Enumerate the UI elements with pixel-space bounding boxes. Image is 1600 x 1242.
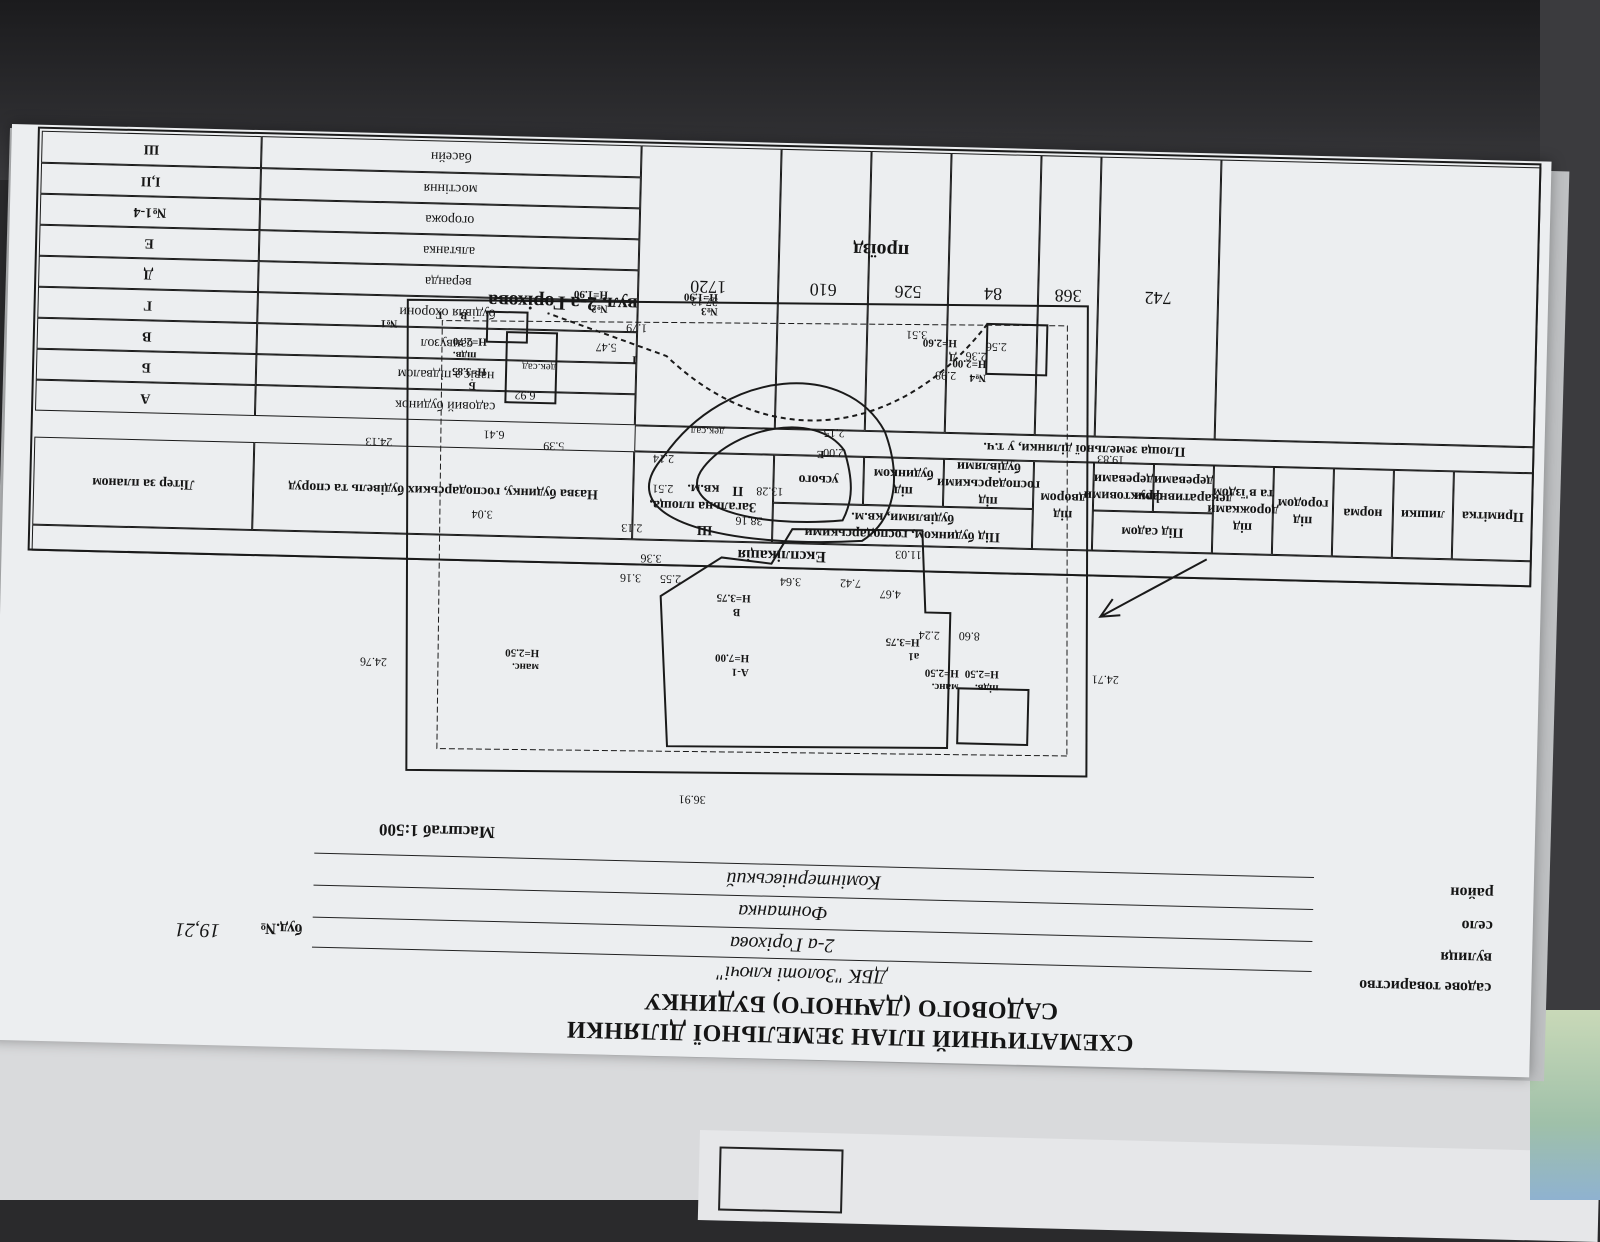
plot-boundary	[405, 298, 1089, 778]
path-line	[547, 312, 989, 422]
row-liter: Е	[38, 224, 260, 262]
pool-area	[648, 382, 895, 544]
value-garden: 742	[1094, 156, 1222, 440]
label-mans1: манс.	[511, 660, 540, 674]
north-arrow-icon	[1098, 558, 1208, 618]
label-a1b-h: Н=3.75	[885, 635, 920, 649]
row-liter: І,ІІ	[40, 162, 261, 200]
col-extra: лишки	[1391, 469, 1454, 560]
row-liter: Б	[35, 348, 257, 386]
col-veg: під городом	[1271, 466, 1334, 557]
building-a1-annex	[956, 687, 1030, 747]
col-norm: норма	[1331, 468, 1394, 558]
label-v: В	[732, 605, 741, 618]
col-name: Назва будинку, господарських будівель та…	[252, 442, 635, 540]
col-liter: Літер за планом	[32, 436, 255, 530]
explication-table: Експлікація Примітка лишки норма під гор…	[27, 126, 1542, 588]
col-fruit: фруктовими деревами	[1084, 462, 1163, 512]
col-yard: під двором	[1031, 461, 1095, 551]
row-liter: Г	[37, 286, 258, 324]
label-mans2-h: Н=2.50	[924, 666, 960, 680]
document-content: СХЕМАТИЧНИЙ ПЛАН ЗЕМЕЛЬНОЇ ДІЛЯНКИ САДОВ…	[0, 124, 1552, 1077]
row-liter: А	[35, 379, 256, 417]
col-total: Загальна площа, кв.м.	[632, 451, 775, 543]
label-a1b: а1	[908, 650, 920, 663]
row-liter: №1-4	[39, 193, 261, 231]
row-liter: В	[36, 317, 258, 355]
col-under-build: Під будинком, господарськими будівлями, …	[771, 502, 1033, 550]
value-outb: 84	[944, 152, 1042, 436]
label-mans1-h: Н=2.50	[505, 646, 540, 660]
col-house: під будинком	[862, 456, 945, 507]
col-all: усього	[772, 454, 865, 505]
col-outb: під господарськими будівлями	[936, 458, 1041, 510]
label-a1-h: Н=7.00	[714, 651, 750, 665]
label-mans2: манс.	[931, 680, 959, 694]
site-plan-drawing	[405, 298, 1089, 778]
building-v-g	[485, 310, 529, 344]
next-page-plan-fragment	[718, 1146, 844, 1214]
building-d	[985, 322, 1049, 377]
empty-cells	[1214, 159, 1542, 448]
label-pidv2-h: Н=2.50	[964, 667, 999, 681]
col-note: Примітка	[1451, 471, 1534, 562]
building-a1	[659, 528, 952, 750]
value-yard: 368	[1034, 155, 1102, 437]
col-garden: Під садом	[1091, 510, 1213, 554]
pool	[696, 426, 852, 523]
document-page: СХЕМАТИЧНИЙ ПЛАН ЗЕМЕЛЬНОЇ ДІЛЯНКИ САДОВ…	[0, 124, 1552, 1078]
site-plan: вул. 2-а Горіхова	[375, 249, 1108, 826]
value-house: 526	[864, 151, 952, 433]
value-total: 1720	[634, 145, 782, 429]
label-pidv2: підв.	[974, 681, 999, 695]
row-liter: Д	[38, 255, 259, 293]
building-b	[504, 331, 559, 405]
label-v-h: Н=3.75	[716, 591, 751, 605]
label-a1: А-1	[731, 665, 749, 679]
row-liter: Ш	[41, 130, 262, 169]
inner-boundary	[436, 320, 1068, 757]
value-all: 610	[774, 148, 872, 431]
